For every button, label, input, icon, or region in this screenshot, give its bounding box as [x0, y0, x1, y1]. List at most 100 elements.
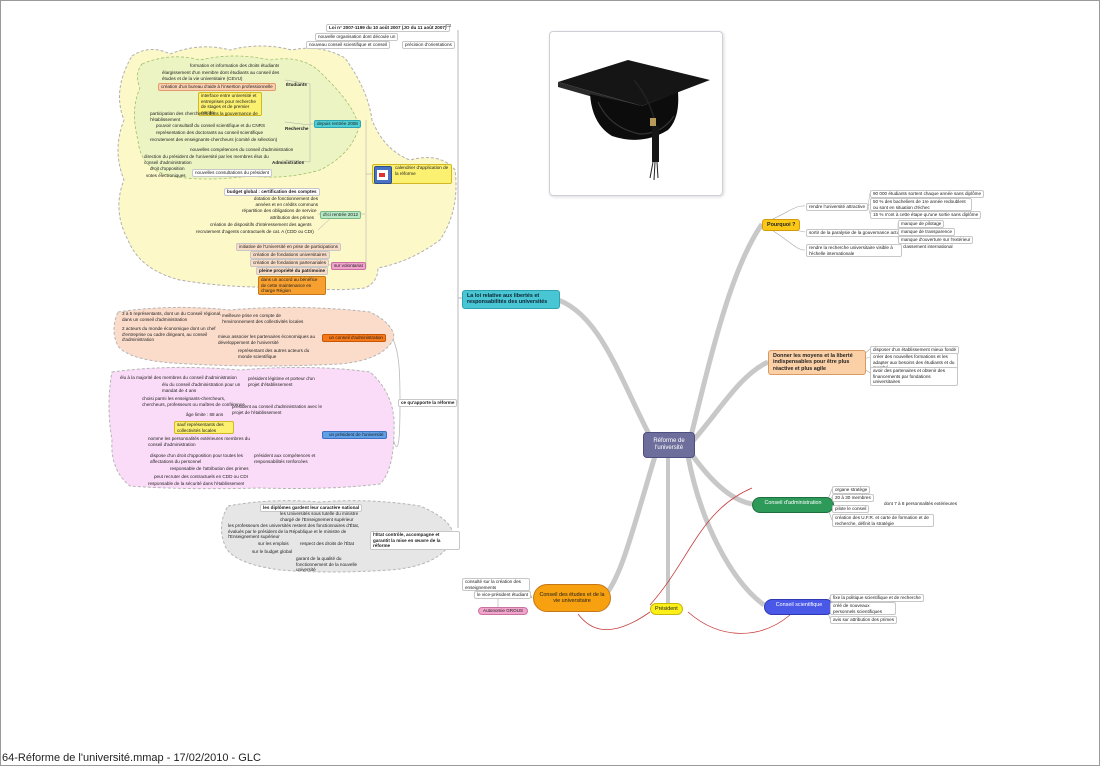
etat-item[interactable]: les Universités sous tutelle du ministre… — [280, 511, 359, 522]
vol-note[interactable]: dans un accord au bénéfice de cette main… — [258, 276, 326, 295]
ca-item[interactable]: représentant des autres acteurs du monde… — [238, 348, 310, 359]
admin-item[interactable]: droit d'opposition — [150, 166, 185, 171]
pres-title[interactable]: un président de l'université — [322, 431, 387, 439]
president-topic[interactable]: Président — [650, 603, 683, 616]
vol-item[interactable]: initiative de l'Université en prise de p… — [236, 243, 341, 251]
ca-item[interactable]: 3 à 5 représentants, dont un du Conseil … — [122, 311, 222, 322]
volontariat-label[interactable]: sur volontariat — [331, 262, 366, 270]
calendar-label: calendrier d'application de la réforme — [395, 165, 449, 176]
etat-title[interactable]: l'État contrôle, accompagne et garantit … — [370, 531, 460, 550]
pourquoi-item[interactable]: manque de pilotage — [898, 220, 945, 228]
pres-item[interactable]: sauf représentants des collectivités loc… — [174, 421, 234, 435]
ca-topic[interactable]: Conseil d'administration — [752, 497, 834, 513]
pres-item-r[interactable]: président légitime et porteur d'un proje… — [248, 376, 315, 387]
budget-item[interactable]: attribution des primes — [270, 215, 314, 220]
ca-item[interactable]: organe stratège — [832, 486, 871, 494]
cevu-topic[interactable]: Conseil des études et de la vie universi… — [533, 584, 611, 612]
pourquoi-item[interactable]: 50 % des bacheliers de 1re année redoubl… — [870, 198, 972, 212]
admin-item[interactable]: direction du président de l'université p… — [144, 154, 269, 165]
loi-ref-sub1[interactable]: nouvelle organisation dont découle un — [315, 33, 399, 41]
pres-item-r[interactable]: président au conseil d'administration av… — [232, 404, 322, 415]
etu-item[interactable]: formation et information des droits étud… — [190, 63, 280, 68]
moyens-topic[interactable]: Donner les moyens et la liberté indispen… — [768, 350, 866, 376]
budget-item[interactable]: répartition des obligations de service — [242, 208, 317, 213]
pourquoi-note[interactable]: classement international — [903, 244, 953, 249]
loi-ref-sub2b[interactable]: précision d'orientations — [402, 41, 455, 49]
rech-item[interactable]: participation des chercheurs dans la gou… — [150, 111, 258, 122]
pres-item[interactable]: responsable de la sécurité dans l'établi… — [148, 481, 245, 486]
etat-item[interactable]: garant de la qualité du fonctionnement d… — [296, 556, 358, 573]
cs-topic[interactable]: Conseil scientifique — [764, 599, 834, 615]
vol-item[interactable]: création de fondations partenariales — [250, 259, 330, 267]
pourquoi-item[interactable]: manque d'ouverture sur l'extérieur — [898, 236, 974, 244]
graduation-cap-photo — [549, 31, 723, 196]
pourquoi-item[interactable]: manque de transparence — [898, 228, 956, 236]
rech-item[interactable]: pouvoir consultatif du conseil scientifi… — [156, 123, 266, 128]
etu-item[interactable]: création d'un bureau d'aide à l'insertio… — [158, 83, 276, 91]
etat-item[interactable]: sur le budget global — [252, 549, 293, 554]
pres-item[interactable]: âge limite : 68 ans — [186, 412, 224, 417]
depuis-2008[interactable]: depuis rentrée 2008 — [314, 120, 361, 128]
pres-item[interactable]: responsable de l'attribution des primes — [170, 466, 249, 471]
etu-item[interactable]: élargissement d'un membre dont étudiants… — [162, 70, 280, 81]
ca-item[interactable]: création des U.F.R. et carte de formatio… — [832, 514, 934, 528]
mortarboard-icon — [558, 60, 710, 181]
loi-topic[interactable]: La loi relative aux libertés et responsa… — [462, 290, 560, 309]
budget-item[interactable]: recrutement d'agents contractuels de cat… — [196, 229, 314, 234]
budget-label[interactable]: budget global : certification des compte… — [224, 188, 320, 196]
ca-item[interactable]: dont 7 à 8 personnalités extérieures — [884, 501, 958, 506]
pres-item[interactable]: élu à la majorité des membres du conseil… — [120, 375, 237, 380]
recherche-label[interactable]: Recherche — [285, 126, 309, 131]
ce-apporte[interactable]: ce qu'apporte la réforme — [398, 399, 458, 407]
admin-item[interactable]: votes électroniques — [146, 173, 186, 178]
pourquoi-topic[interactable]: Pourquoi ? — [762, 219, 801, 232]
pourquoi-item[interactable]: 15 % n'ont à cette étape qu'une sortie s… — [870, 211, 982, 219]
loi-reference[interactable]: Loi n° 2007-1199 du 10 août 2007 (JO du … — [326, 24, 450, 32]
etu-item[interactable]: interface entre université et entreprise… — [198, 92, 262, 117]
pourquoi-sub[interactable]: sortir de la paralysie de la gouvernance… — [806, 229, 910, 237]
calendar-node[interactable]: calendrier d'application de la réforme — [372, 164, 452, 184]
pres-item[interactable]: peut recruter des contractuels en CDD ou… — [154, 474, 248, 479]
administration-label[interactable]: Administration — [272, 160, 305, 165]
pourquoi-item[interactable]: 90 000 étudiants sortent chaque année sa… — [870, 190, 985, 198]
budget-item[interactable]: dotation de fonctionnement des années et… — [253, 196, 318, 207]
pourquoi-sub[interactable]: rendre la recherche universitaire visibl… — [806, 244, 902, 258]
rentree-2012[interactable]: d'ici rentrée 2012 — [320, 211, 362, 219]
pourquoi-sub[interactable]: rendre l'université attractive — [806, 203, 869, 211]
central-topic[interactable]: Réforme de l'université — [643, 432, 695, 458]
admin-item[interactable]: nouvelles compétences du conseil d'admin… — [190, 147, 294, 152]
loi-ref-sub2[interactable]: nouveau conseil scientifique et conseil — [306, 41, 391, 49]
moyens-item[interactable]: avoir des partenaires et obtenir des fin… — [870, 367, 958, 386]
cevu-item[interactable]: le vice-président étudiant — [474, 591, 532, 599]
rech-item[interactable]: représentation des doctorants au conseil… — [156, 130, 263, 135]
rech-item[interactable]: recrutement des enseignants-chercheurs (… — [150, 137, 278, 142]
cs-item[interactable]: créé de nouveaux personnels scientifique… — [830, 602, 896, 616]
etat-item[interactable]: les professeurs des universités restent … — [228, 523, 360, 540]
pres-item-r[interactable]: président aux compétences et responsabil… — [254, 453, 316, 464]
cevu-item[interactable]: consulté sur la création des enseignemen… — [462, 578, 530, 592]
calendar-icon — [374, 166, 392, 184]
vol-item[interactable]: pleine propriété du patrimoine — [256, 267, 329, 275]
ca-item-r[interactable]: mieux associer les partenaires économiqu… — [218, 334, 316, 345]
pres-item[interactable]: dispose d'un droit d'opposition pour tou… — [150, 453, 243, 464]
pres-item[interactable]: choisi parmi les enseignants-chercheurs,… — [142, 396, 245, 407]
pres-item-r[interactable]: élu du conseil d'administration pour un … — [162, 382, 241, 393]
etat-item[interactable]: les diplômes gardent leur caractère nati… — [260, 504, 363, 512]
ca-item[interactable]: pilote le conseil — [832, 505, 870, 513]
etudiants-label[interactable]: Étudiants — [286, 82, 307, 87]
etat-item[interactable]: respect des droits de l'État — [300, 541, 354, 546]
ca-item[interactable]: 20 à 30 membres — [832, 494, 874, 502]
vol-item[interactable]: création de fondations universitaires — [250, 251, 330, 259]
budget-item[interactable]: création de dispositifs d'intéressement … — [210, 222, 312, 227]
cs-item[interactable]: avis sur attribution des primes — [830, 616, 898, 624]
pres-item[interactable]: nomme les personnalités extérieures memb… — [148, 436, 250, 447]
ca-item[interactable]: 2 acteurs du monde économique dont un ch… — [122, 326, 216, 343]
footer-caption: 64-Réforme de l'université.mmap - 17/02/… — [2, 752, 261, 764]
note-icon: ▭ — [446, 24, 452, 29]
ca-title[interactable]: un conseil d'administration — [322, 334, 386, 342]
cevu-note[interactable]: Autonomie GROUS — [478, 607, 529, 615]
admin-item[interactable]: nouvelles consultations du président — [192, 169, 273, 177]
etat-item[interactable]: sur les emplois — [258, 541, 289, 546]
ca-item-r[interactable]: meilleure prise en compte de l'environne… — [222, 313, 304, 324]
cs-item[interactable]: fixe la politique scientifique et de rec… — [830, 594, 924, 602]
